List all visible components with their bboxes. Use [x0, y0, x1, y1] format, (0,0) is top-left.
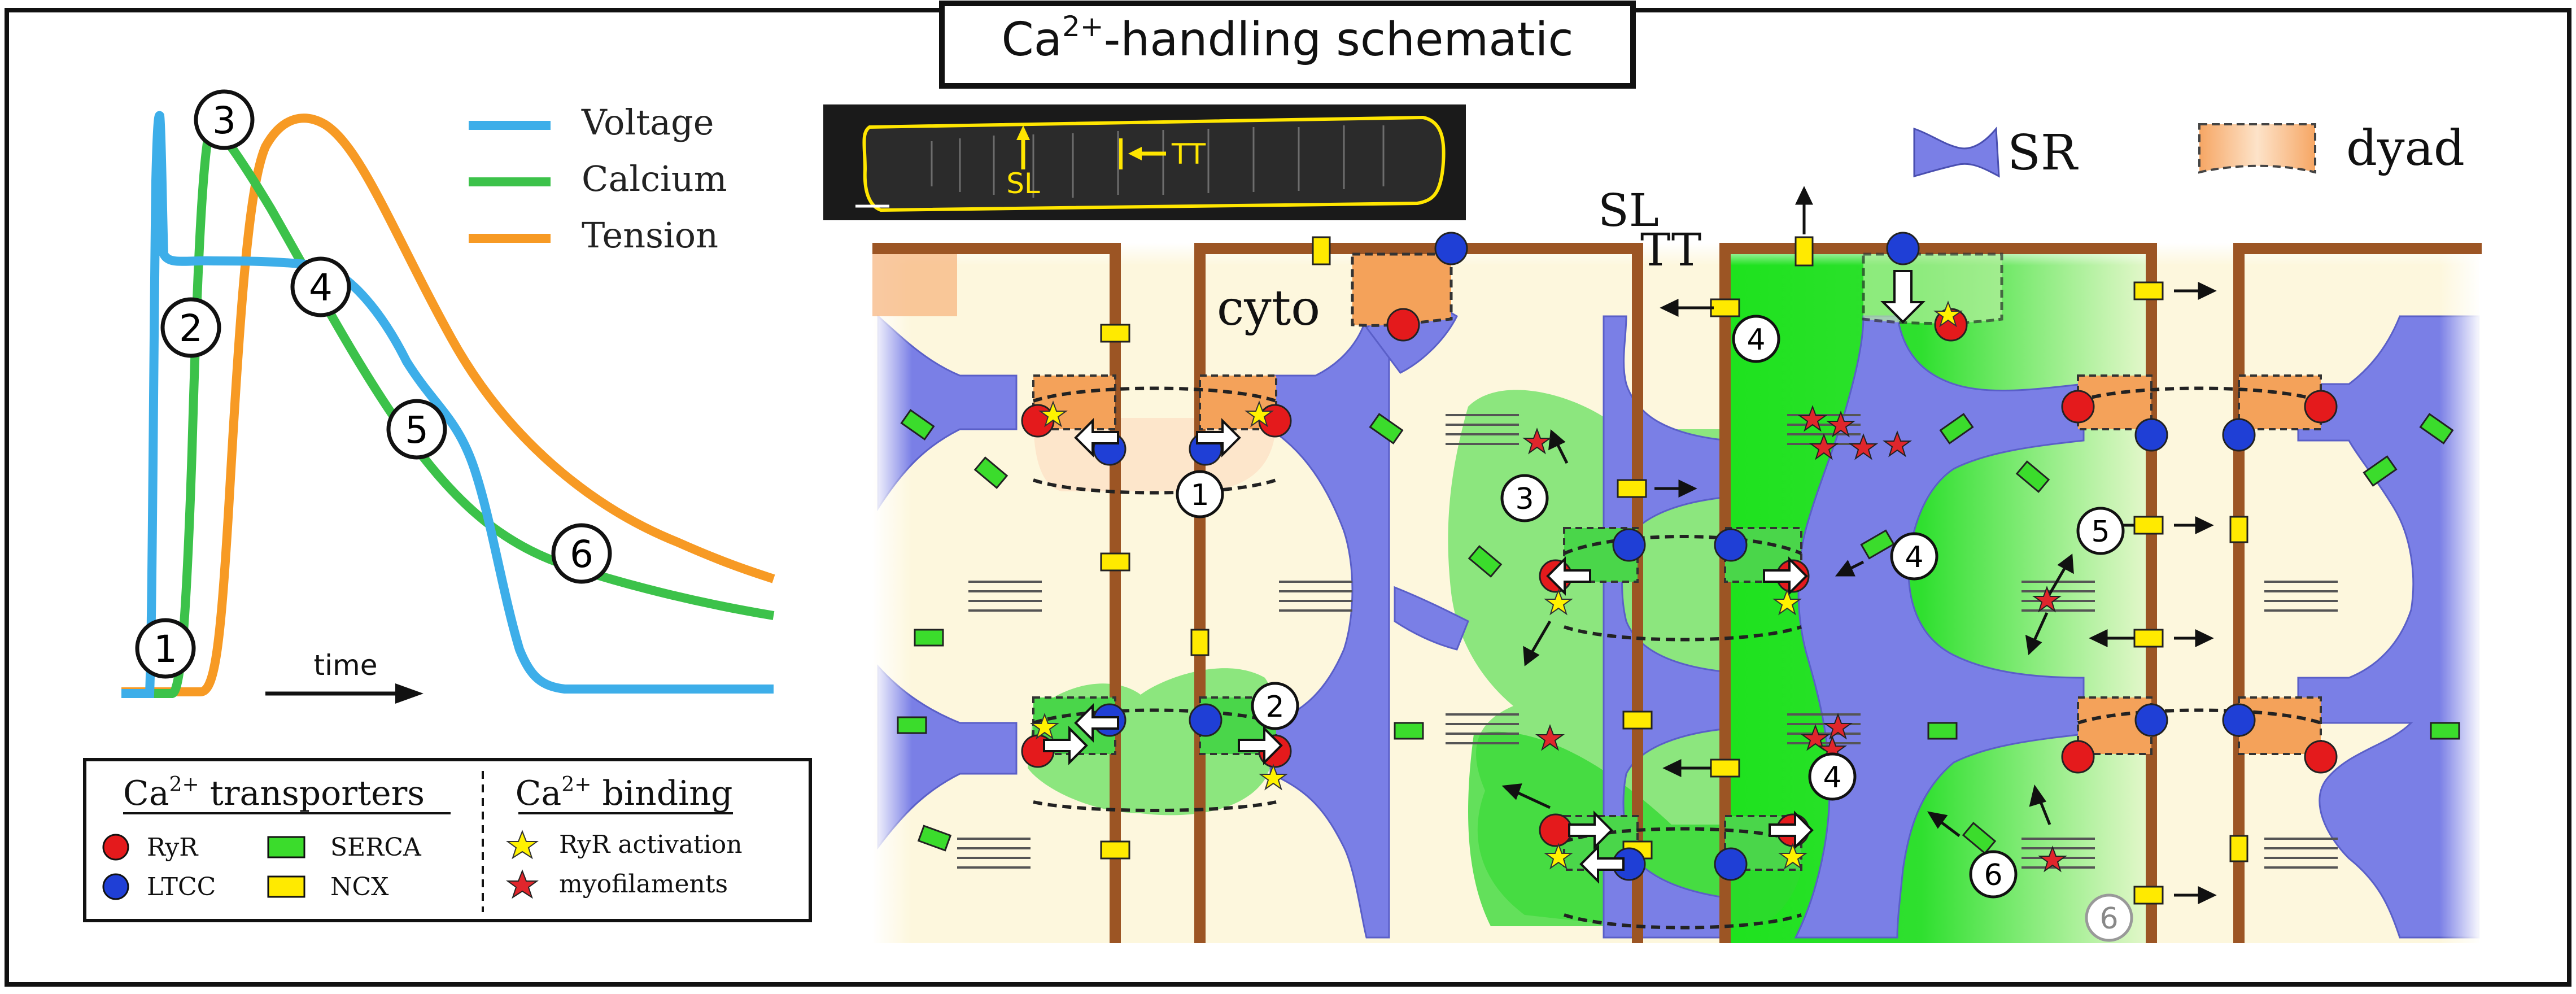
svg-text:4: 4 [1905, 540, 1923, 574]
transporter-key: Ca2+ transporters Ca2+ binding RyR LTCC … [83, 758, 812, 922]
dyad-legend-icon [2198, 123, 2316, 174]
myofilament-bundle [2264, 581, 2338, 612]
step-badge-4c: 4 [1808, 752, 1857, 801]
schematic-panel: SL TT cyto 1 2 3 4 4 4 5 6 6 [872, 184, 2482, 943]
step-badge-4b: 4 [1890, 532, 1938, 581]
step-badge-6b: 6 [2085, 893, 2133, 942]
flux-arrows [1043, 270, 1926, 884]
sr-legend-label: SR [2007, 125, 2079, 181]
svg-text:5: 5 [405, 408, 429, 452]
myofilament-bundle [1446, 414, 1519, 445]
key-ryr-activation-label: RyR activation [559, 830, 743, 859]
ncx-exchangers [1100, 236, 2248, 905]
serca-pumps [897, 409, 2460, 855]
myofilament-bundle [957, 838, 1031, 869]
ryr-key-icon [102, 834, 129, 861]
legend-calcium: Calcium [582, 158, 727, 199]
key-myofilaments-label: myofilaments [559, 870, 728, 899]
step-badge-1: 1 [1176, 470, 1224, 518]
title-box: Ca2+-handling schematic [939, 1, 1636, 89]
key-ltcc-label: LTCC [147, 873, 216, 901]
key-transporters-title: Ca2+ transporters [123, 773, 425, 813]
svg-text:2: 2 [179, 307, 203, 350]
trace-marker-4: 4 [290, 256, 351, 317]
trace-marker-5: 5 [386, 399, 447, 460]
myofilaments-key-icon [505, 869, 539, 899]
key-ryr-label: RyR [147, 833, 199, 862]
svg-text:Ca2+-handling schematic: Ca2+-handling schematic [1001, 10, 1573, 67]
myofilament-bundle [968, 581, 1042, 612]
tension-trace [121, 114, 775, 696]
step-badge-2: 2 [1251, 682, 1299, 730]
trace-marker-6: 6 [551, 523, 612, 584]
trace-panel: Voltage Calcium Tension 1 2 3 4 5 6 time [121, 89, 775, 704]
step-badge-5: 5 [2076, 507, 2125, 555]
legend-voltage: Voltage [581, 102, 714, 143]
trace-marker-1: 1 [135, 618, 196, 679]
dyad-legend-label: dyad [2346, 120, 2465, 177]
svg-text:2: 2 [1265, 690, 1284, 724]
region-cyto-label: cyto [1217, 280, 1320, 337]
svg-text:1: 1 [1190, 478, 1209, 512]
ltcc-key-icon [102, 873, 129, 900]
sarcolemma [872, 243, 2482, 943]
svg-text:3: 3 [212, 99, 236, 142]
myofilament-binding-stars [1522, 405, 2068, 873]
ncx-key-icon [267, 875, 305, 898]
myofilament-bundle [2264, 838, 2338, 869]
trace-marker-2: 2 [160, 297, 221, 358]
svg-text:6: 6 [1984, 858, 2002, 892]
step-badge-4a: 4 [1732, 315, 1780, 363]
step-badge-3: 3 [1500, 474, 1549, 522]
key-serca-label: SERCA [330, 833, 422, 862]
svg-text:1: 1 [154, 627, 177, 671]
ltcc-channels [1093, 232, 2256, 881]
sr-legend-icon [1913, 127, 2000, 178]
svg-text:4: 4 [1823, 761, 1841, 795]
step-badge-6a: 6 [1969, 850, 2018, 899]
region-tt-label: TT [1640, 224, 1701, 276]
ryr-activation-stars [1029, 300, 1963, 870]
myofilament-bundle [1446, 713, 1519, 744]
title-superscript: 2+ [1062, 10, 1104, 43]
title-prefix: Ca [1001, 13, 1062, 67]
micrograph-sl-label: SL [1006, 167, 1040, 200]
trace-legend: Voltage Calcium Tension [469, 102, 727, 256]
key-binding-title: Ca2+ binding [516, 773, 733, 813]
trace-markers: 1 2 3 4 5 6 [135, 89, 612, 679]
svg-text:4: 4 [1747, 323, 1765, 357]
svg-text:5: 5 [2091, 515, 2110, 549]
key-ncx-label: NCX [330, 873, 389, 901]
serca-key-icon [267, 836, 305, 858]
ryr-activation-key-icon [505, 830, 539, 860]
myofilament-bundle [1279, 581, 1352, 612]
region-sl-label: SL [1598, 184, 1659, 237]
svg-text:4: 4 [309, 266, 333, 309]
micrograph-tt-label: TT [1171, 138, 1206, 171]
voltage-trace [121, 111, 774, 698]
step-badges: 1 2 3 4 4 4 5 6 6 [1176, 315, 2133, 942]
trace-marker-3: 3 [194, 89, 255, 150]
legend-tension: Tension [582, 215, 718, 256]
cell-micrograph: SL TT [823, 104, 1466, 220]
time-arrow: time [265, 649, 423, 704]
svg-text:3: 3 [1515, 482, 1534, 516]
svg-text:6: 6 [570, 533, 593, 576]
time-label: time [314, 649, 378, 682]
structure-legend: SR dyad [1913, 120, 2465, 181]
title-suffix: -handling schematic [1104, 13, 1574, 67]
svg-text:6: 6 [2099, 902, 2118, 936]
